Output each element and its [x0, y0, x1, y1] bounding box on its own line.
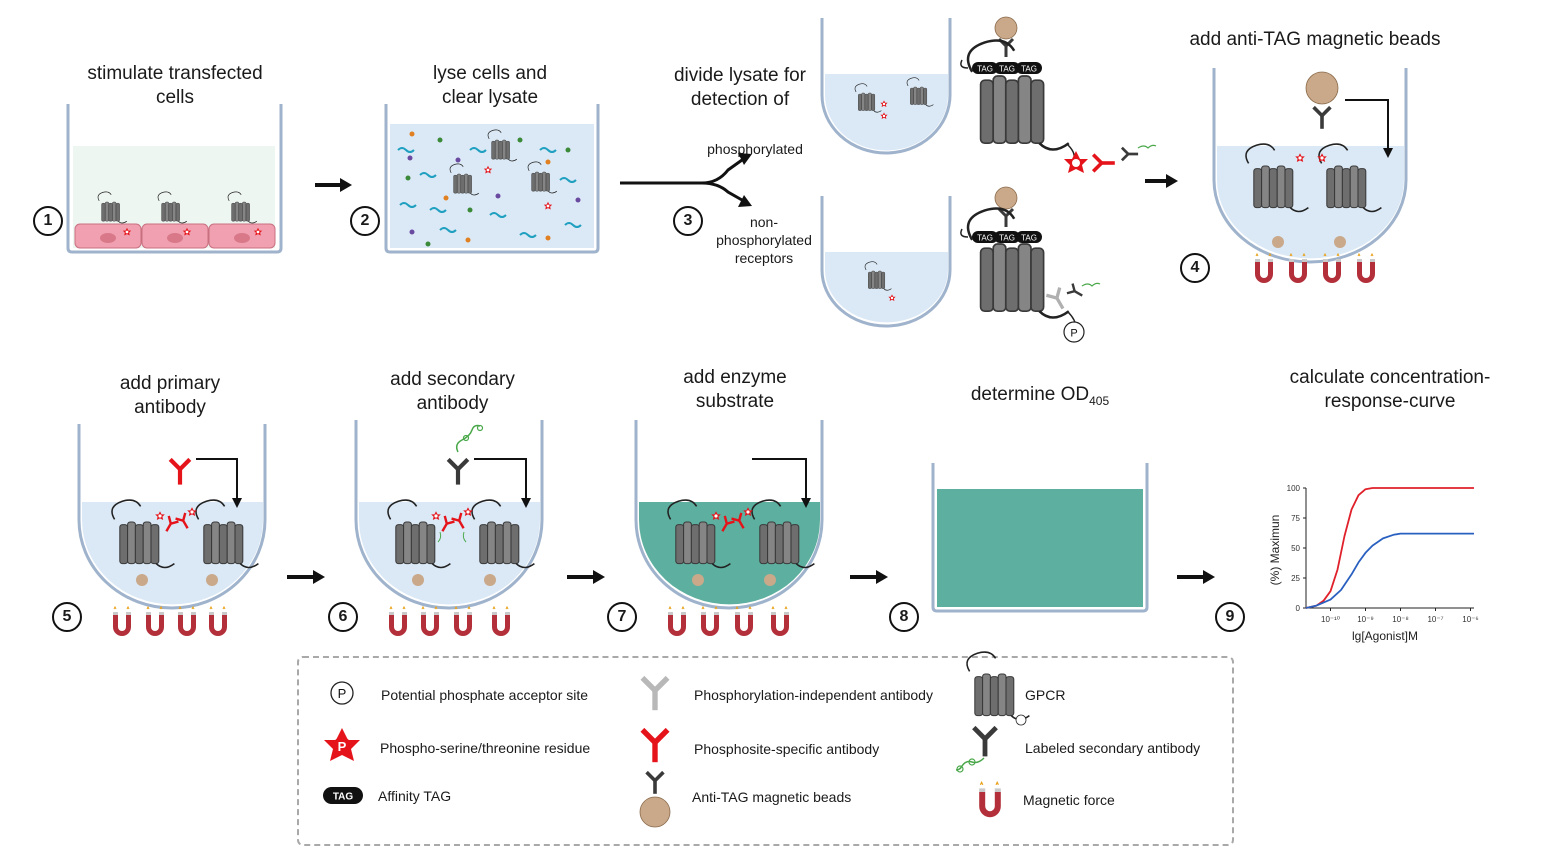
- step-2-label: lyse cells and clear lysate: [432, 63, 548, 108]
- chart-xtick-label: 10⁻⁷: [1427, 615, 1443, 624]
- step-8-number: 8: [889, 602, 919, 632]
- step-6-label: add secondary antibody: [390, 369, 515, 414]
- step-1-label: stimulate transfected cells: [87, 63, 263, 108]
- chart-xtick-label: 10⁻⁹: [1357, 615, 1374, 624]
- step-4-label: add anti-TAG magnetic beads: [1189, 29, 1441, 50]
- step-4-well: [1212, 68, 1408, 264]
- tag-label: TAG: [977, 234, 993, 243]
- step-5-well: [77, 424, 267, 610]
- step-9-number: 9: [1215, 602, 1245, 632]
- tag-label: TAG: [999, 234, 1015, 243]
- tag-label: TAG: [999, 65, 1015, 74]
- step-6-number: 6: [328, 602, 358, 632]
- step-7-magnets: [667, 606, 790, 637]
- chart-ylabel: (%) Maximun: [1268, 515, 1282, 586]
- phosphorylated-receptor-detail: TAG TAG TAG: [960, 16, 1157, 174]
- step-7-label: add enzyme substrate: [683, 367, 787, 412]
- step-8-well: [931, 463, 1149, 613]
- step-3-split-arrow: [620, 158, 743, 202]
- phosphate-acceptor-label: P: [1070, 328, 1077, 340]
- step-2-number: 2: [350, 206, 380, 236]
- tag-label: TAG: [1021, 234, 1037, 243]
- bottom-well-non-phosphorylated: [820, 196, 952, 328]
- step-6-well: [354, 420, 544, 610]
- step-8-label: determine OD405: [970, 384, 1110, 408]
- chart-series-line-1: [1305, 487, 1474, 609]
- legend-text-magnetic-beads: Anti-TAG magnetic beads: [692, 789, 852, 805]
- legend-text-affinity-tag: Affinity TAG: [378, 788, 452, 804]
- chart-ytick-label: 25: [1291, 574, 1300, 583]
- legend-text-gpcr: GPCR: [1025, 687, 1066, 703]
- step-4-magnets: [1254, 253, 1376, 284]
- step-1-number: 1: [33, 206, 63, 236]
- step-6-magnets: [388, 606, 511, 637]
- step-5-magnets: [112, 606, 228, 637]
- chart-ytick-label: 100: [1287, 484, 1301, 493]
- chart-xtick-label: 10⁻⁶: [1462, 615, 1478, 624]
- step-1-dish: [66, 104, 283, 254]
- phosphorylated-label: phosphorylated: [707, 141, 803, 157]
- non-phosphorylated-label: non- phosphorylated receptors: [716, 214, 812, 266]
- legend-text-phospho-independent-ab: Phosphorylation-independent antibody: [694, 687, 933, 703]
- legend: [297, 656, 1234, 846]
- chart-xlabel: lg[Agonist]M: [1352, 629, 1418, 643]
- concentration-response-chart: 100 75 50 25 0 10⁻¹⁰ 10⁻⁹ 10⁻⁸ 10⁻⁷ 10⁻⁶ lg[Agon…: [1268, 484, 1479, 643]
- step-7-well: [634, 420, 824, 610]
- legend-text-phosphosite-specific-ab: Phosphosite-specific antibody: [694, 741, 880, 757]
- chart-ytick-label: 75: [1291, 514, 1300, 523]
- step-4-number: 4: [1180, 253, 1210, 283]
- top-well-phosphorylated: [820, 18, 952, 155]
- chart-ytick-label: 0: [1296, 604, 1301, 613]
- legend-text-phospho-residue: Phospho-serine/threonine residue: [380, 740, 591, 756]
- non-phosphorylated-receptor-detail: TAG TAG TAG P: [960, 186, 1101, 343]
- step-3-label: divide lysate for detection of: [673, 65, 806, 110]
- step-5-label: add primary antibody: [119, 373, 221, 418]
- step-7-number: 7: [607, 602, 637, 632]
- legend-text-phosphate-acceptor: Potential phosphate acceptor site: [381, 687, 589, 703]
- step-3-number: 3: [673, 206, 703, 236]
- chart-xtick-label: 10⁻¹⁰: [1321, 615, 1340, 624]
- step-5-number: 5: [52, 602, 82, 632]
- tag-label: TAG: [977, 65, 993, 74]
- step-2-dish: [384, 104, 600, 254]
- chart-ytick-label: 50: [1291, 544, 1300, 553]
- legend-text-labeled-secondary-ab: Labeled secondary antibody: [1025, 740, 1201, 756]
- chart-series-line-2: [1305, 532, 1474, 609]
- step-9-label: calculate concentration- response-curve: [1289, 367, 1491, 412]
- legend-text-magnetic-force: Magnetic force: [1023, 792, 1115, 808]
- chart-xtick-label: 10⁻⁸: [1392, 615, 1409, 624]
- tag-label: TAG: [1021, 65, 1037, 74]
